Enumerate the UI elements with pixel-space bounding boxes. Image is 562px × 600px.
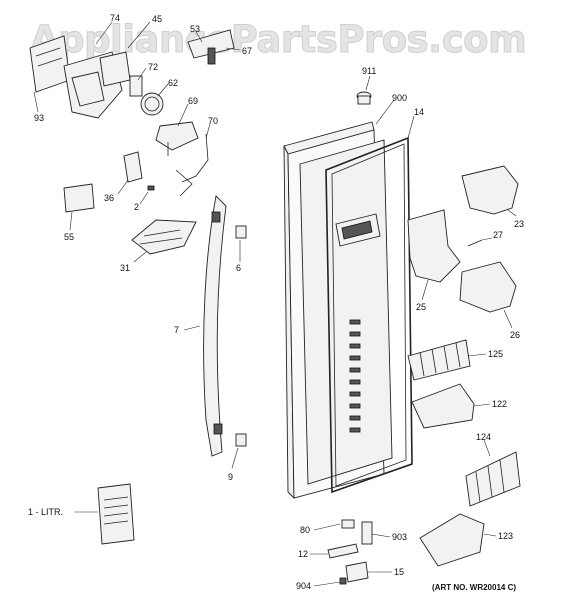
callout-67: 67 <box>242 46 252 56</box>
bin-part-124 <box>465 451 521 507</box>
switch-part-36 <box>123 151 143 183</box>
callout-labels: 74 45 53 67 72 62 69 70 93 36 2 55 31 6 … <box>28 13 524 591</box>
callout-93: 93 <box>34 113 44 123</box>
callout-31: 31 <box>120 263 130 273</box>
callout-124: 124 <box>476 432 491 442</box>
callout-9: 9 <box>228 472 233 482</box>
cover-part-23 <box>461 165 519 215</box>
screw-part-27 <box>467 239 483 247</box>
plate-part-55 <box>63 183 95 213</box>
callout-122: 122 <box>492 399 507 409</box>
grille-part-31 <box>131 219 197 255</box>
art-number: (ART NO. WR20014 C) <box>432 583 516 592</box>
callout-1-litr: 1 - LITR. <box>28 507 63 517</box>
ring-part-62 <box>140 92 164 116</box>
bin-part-122 <box>411 383 475 429</box>
door-gasket-14 <box>325 136 413 494</box>
callout-123: 123 <box>498 531 513 541</box>
pin-part-903 <box>361 521 373 545</box>
housing-part-25 <box>407 209 461 283</box>
end-cap-part-9 <box>235 433 247 447</box>
funnel-part-69 <box>155 121 199 156</box>
callout-903: 903 <box>392 532 407 542</box>
callout-6: 6 <box>236 263 241 273</box>
callout-900: 900 <box>392 93 407 103</box>
callout-14: 14 <box>414 107 424 117</box>
arm-part-70 <box>175 133 209 197</box>
callout-904: 904 <box>296 581 311 591</box>
dispenser-housing <box>29 35 131 119</box>
callout-26: 26 <box>510 330 520 340</box>
bushing-part-911 <box>356 91 372 105</box>
bin-part-123 <box>419 513 485 567</box>
callout-36: 36 <box>104 193 114 203</box>
door-liner <box>299 139 393 485</box>
bracket-part-53 <box>187 29 235 65</box>
hinge-part-12 <box>327 543 359 559</box>
end-cap-part-6 <box>235 225 247 239</box>
part-80 <box>341 519 355 529</box>
callout-25: 25 <box>416 302 426 312</box>
callout-911: 911 <box>362 66 376 76</box>
bracket-part-15 <box>345 561 369 583</box>
callout-72: 72 <box>148 62 158 72</box>
callout-27: 27 <box>493 230 503 240</box>
callout-55: 55 <box>64 232 74 242</box>
callout-53: 53 <box>190 24 200 34</box>
callout-125: 125 <box>488 349 503 359</box>
door-shelf-slots <box>349 319 361 433</box>
callout-7: 7 <box>174 325 179 335</box>
manual-booklet <box>97 483 135 545</box>
callout-80: 80 <box>300 525 310 535</box>
handle-part-7 <box>203 195 227 457</box>
leader-lines <box>33 21 517 587</box>
callout-15: 15 <box>394 567 404 577</box>
cover-part-26 <box>459 261 517 313</box>
callout-2: 2 <box>134 202 139 212</box>
bracket-part-72 <box>129 75 143 97</box>
callout-70: 70 <box>208 116 218 126</box>
screw-part-2 <box>147 185 155 191</box>
callout-23: 23 <box>514 219 524 229</box>
dispenser-recess <box>335 213 381 247</box>
screw-part-904 <box>339 577 347 585</box>
callout-69: 69 <box>188 96 198 106</box>
callout-12: 12 <box>298 549 308 559</box>
callout-62: 62 <box>168 78 178 88</box>
callout-45: 45 <box>152 14 162 24</box>
bin-part-125 <box>407 339 471 381</box>
callout-74: 74 <box>110 13 120 23</box>
